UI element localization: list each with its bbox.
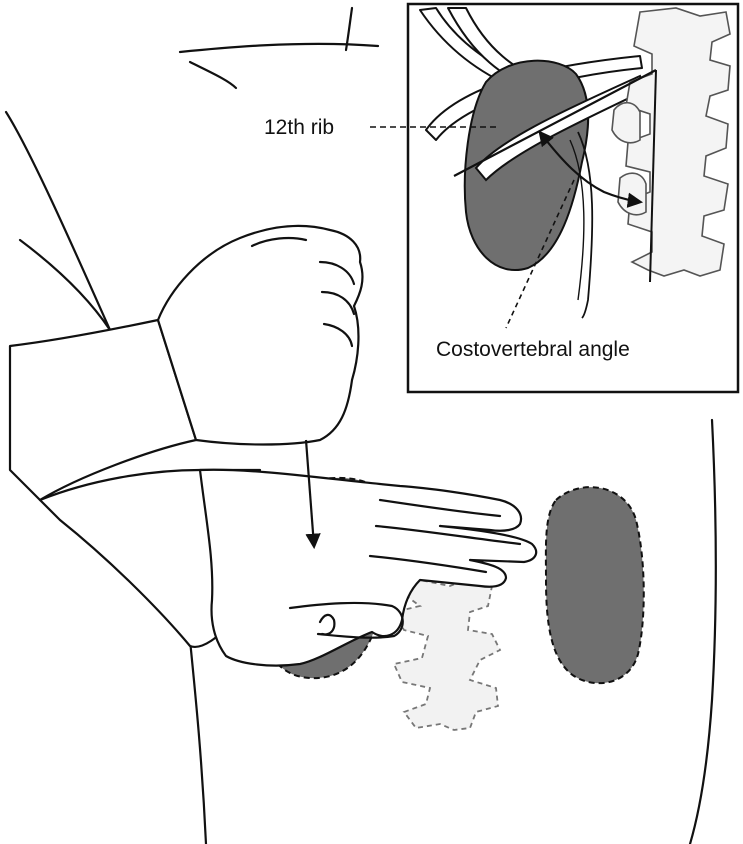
costovertebral-angle-label: Costovertebral angle (436, 338, 630, 361)
right-kidney (544, 486, 645, 685)
strike-arrow (304, 439, 321, 550)
inset-kidney (463, 59, 589, 271)
flat-hand (38, 468, 538, 667)
inset-panel: Costovertebral angle (406, 2, 740, 394)
lumbar-spine (392, 577, 502, 731)
angle-arrow (538, 130, 644, 208)
fist (8, 224, 364, 502)
body-outline (4, 6, 717, 844)
rib-label: 12th rib (264, 116, 334, 139)
